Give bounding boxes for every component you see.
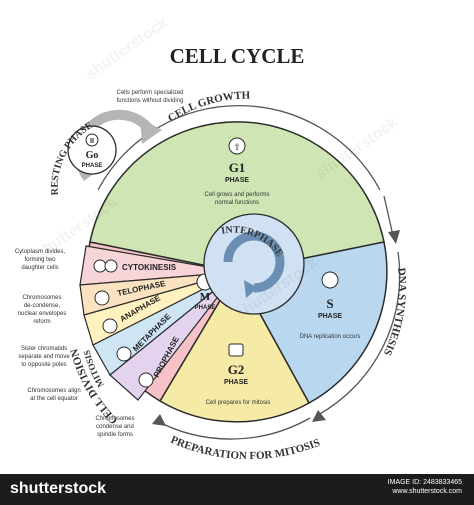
g0-desc-2: functions without dividing bbox=[117, 98, 184, 104]
footer-id: IMAGE ID: 2483833465 www.shutterstock.co… bbox=[388, 478, 462, 496]
footer-bar: shutterstock IMAGE ID: 2483833465 www.sh… bbox=[0, 474, 474, 505]
g1-wedge bbox=[89, 121, 385, 273]
g1-desc-2: normal functions bbox=[215, 200, 259, 206]
svg-text:at the cell equator: at the cell equator bbox=[30, 396, 78, 402]
g2-desc: Cell prepares for mitosis bbox=[206, 400, 271, 406]
m-phase-sub: PHASE bbox=[195, 305, 216, 311]
g0-name: Go bbox=[86, 150, 99, 161]
svg-text:daughter cells: daughter cells bbox=[21, 265, 58, 271]
svg-text:II: II bbox=[90, 138, 94, 145]
outer-arrows bbox=[97, 105, 401, 440]
metaphase-cell-icon bbox=[116, 346, 132, 362]
g0-circle bbox=[67, 125, 117, 175]
svg-text:separate and move: separate and move bbox=[18, 354, 70, 360]
footer-image-id: IMAGE ID: 2483833465 bbox=[387, 479, 462, 486]
stage-cytokinesis: CYTOKINESIS bbox=[122, 263, 177, 272]
side-notes: Cytoplasm divides, forming two daughter … bbox=[15, 249, 135, 438]
s-icon bbox=[321, 271, 339, 289]
pause-icon bbox=[85, 133, 99, 147]
svg-text:de-condense,: de-condense, bbox=[24, 303, 61, 309]
svg-text:Chromosomes: Chromosomes bbox=[22, 295, 61, 301]
interphase-cycle-icon bbox=[223, 231, 285, 293]
g2-name: G2 bbox=[228, 362, 245, 377]
s-name: S bbox=[326, 296, 333, 311]
g2-sub: PHASE bbox=[224, 379, 248, 386]
cytokinesis-cell-icon bbox=[93, 259, 107, 273]
footer-logo: shutterstock bbox=[10, 480, 107, 497]
g2-icon bbox=[228, 343, 244, 357]
svg-text:Cytoplasm divides,: Cytoplasm divides, bbox=[15, 249, 66, 255]
cell-cycle-diagram: CELL CYCLE CYTOKINESIS TELOPHASE ANAPHAS… bbox=[15, 14, 408, 462]
telophase-cell-icon bbox=[94, 290, 110, 306]
anaphase-cell-icon bbox=[102, 318, 118, 334]
footer-site: www.shutterstock.com bbox=[392, 488, 462, 495]
svg-text:condense and: condense and bbox=[96, 424, 134, 430]
svg-text:spindle forms: spindle forms bbox=[97, 432, 133, 438]
m-phase-name: M bbox=[200, 291, 211, 303]
svg-text:forming two: forming two bbox=[24, 257, 56, 263]
g1-sub: PHASE bbox=[225, 177, 249, 184]
svg-text:shutterstock: shutterstock bbox=[313, 114, 401, 183]
g0-desc-1: Cells perform specialized bbox=[116, 90, 183, 96]
g0-sub: PHASE bbox=[82, 163, 103, 169]
svg-text:Sister chromatids: Sister chromatids bbox=[21, 346, 67, 352]
page-title: CELL CYCLE bbox=[170, 44, 305, 68]
interphase-core bbox=[203, 213, 305, 315]
svg-text:shutterstock: shutterstock bbox=[83, 14, 171, 83]
svg-text:to opposite poles: to opposite poles bbox=[21, 362, 66, 368]
s-sub: PHASE bbox=[318, 313, 342, 320]
svg-text:Chromosomes: Chromosomes bbox=[95, 416, 134, 422]
svg-text:Chromosomes align: Chromosomes align bbox=[27, 388, 80, 394]
s-desc: DNA replication occurs bbox=[300, 334, 361, 340]
g1-desc-1: Cell grows and performs bbox=[204, 192, 269, 198]
g1-name: G1 bbox=[229, 160, 246, 175]
prophase-cell-icon bbox=[138, 372, 154, 388]
svg-text:reform: reform bbox=[33, 319, 50, 325]
svg-text:nuclear envelopes: nuclear envelopes bbox=[18, 311, 67, 317]
g1-icon bbox=[228, 137, 246, 155]
svg-text:⇧: ⇧ bbox=[233, 142, 241, 152]
